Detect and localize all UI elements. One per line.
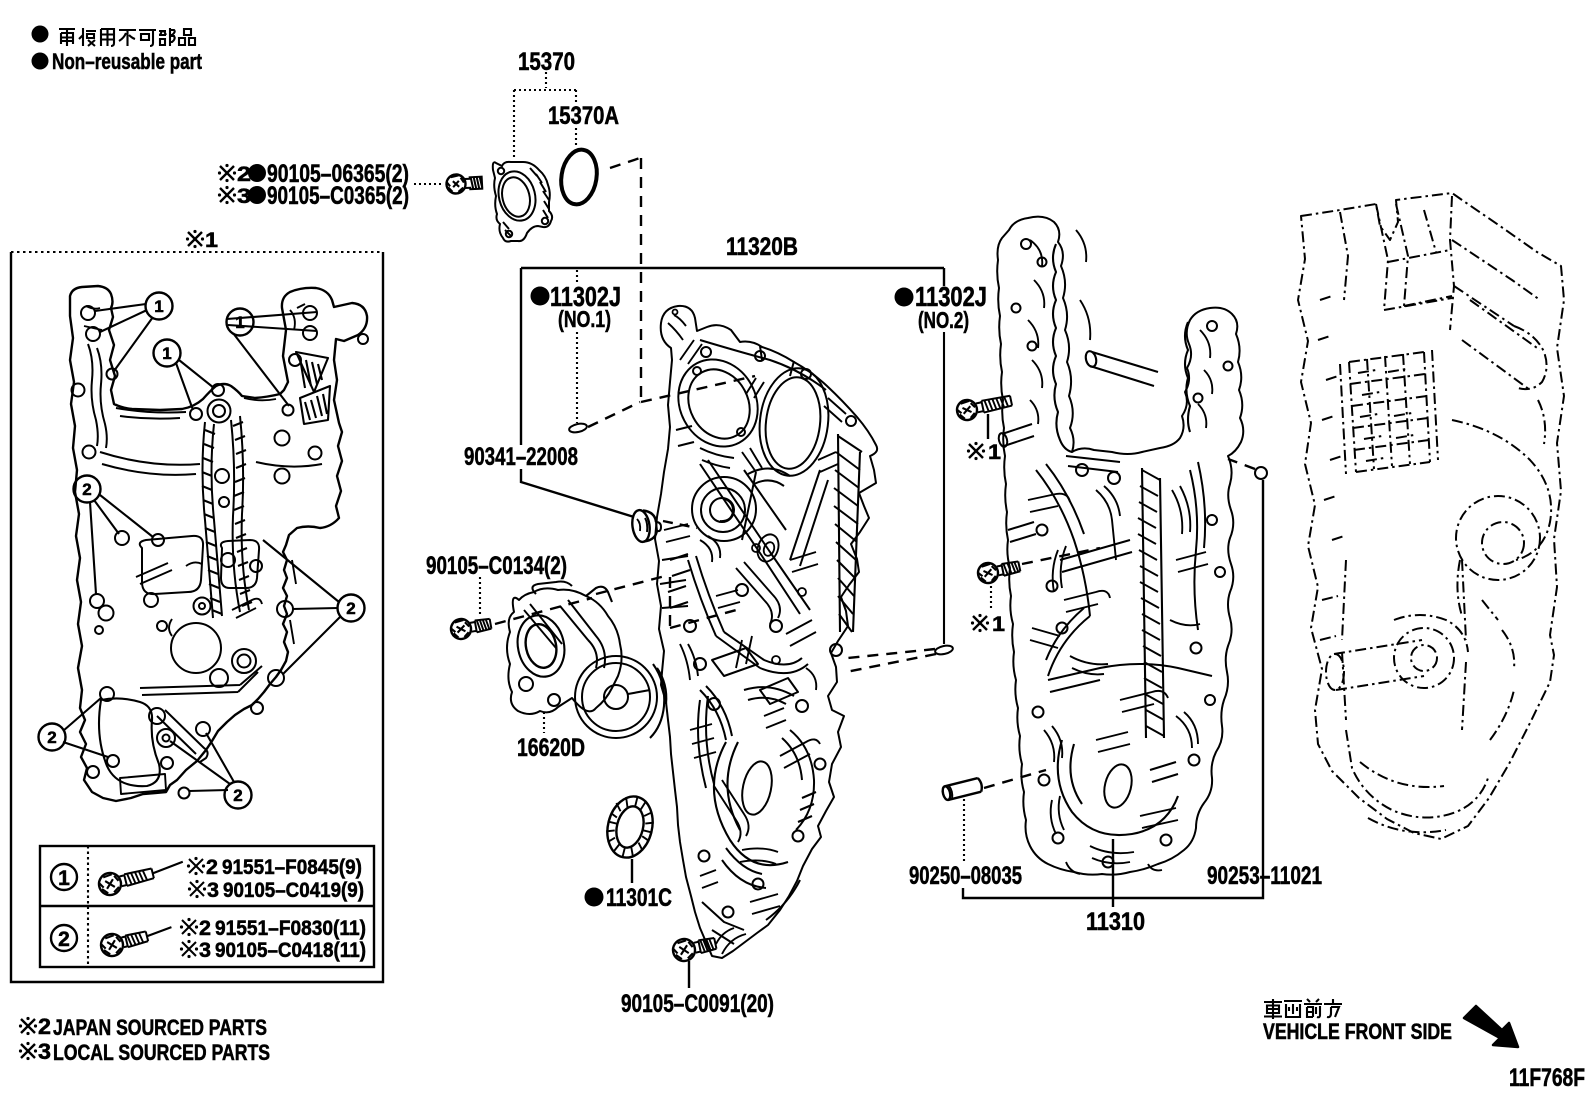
svg-text:2: 2: [206, 856, 218, 879]
svg-text:11302J: 11302J: [915, 281, 987, 312]
svg-text:1: 1: [988, 441, 1001, 464]
svg-text:1: 1: [58, 867, 70, 890]
svg-text:90250–08035: 90250–08035: [909, 862, 1022, 890]
svg-text:11320B: 11320B: [726, 233, 798, 261]
svg-text:90105–C0419(9): 90105–C0419(9): [223, 879, 364, 902]
svg-text:90105–06365(2): 90105–06365(2): [267, 160, 409, 188]
svg-text:2: 2: [82, 480, 91, 499]
svg-text:90105–C0134(2): 90105–C0134(2): [426, 552, 567, 580]
svg-text:2: 2: [58, 928, 70, 951]
svg-text:11F768F: 11F768F: [1509, 1064, 1585, 1092]
svg-text:90341–22008: 90341–22008: [464, 443, 578, 471]
svg-text:3: 3: [199, 939, 211, 962]
svg-text:1: 1: [162, 344, 171, 363]
svg-text:JAPAN SOURCED PARTS: JAPAN SOURCED PARTS: [53, 1015, 267, 1040]
svg-text:2: 2: [38, 1014, 51, 1039]
svg-text:90105–C0365(2): 90105–C0365(2): [267, 182, 409, 210]
svg-text:1: 1: [235, 313, 244, 332]
svg-text:15370: 15370: [518, 48, 575, 76]
svg-text:2: 2: [47, 728, 56, 747]
svg-text:90253–11021: 90253–11021: [1207, 862, 1322, 890]
svg-text:(NO.1): (NO.1): [558, 306, 611, 332]
svg-text:3: 3: [237, 185, 251, 208]
svg-text:91551–F0830(11): 91551–F0830(11): [215, 917, 366, 940]
svg-text:11302J: 11302J: [550, 281, 621, 312]
svg-text:2: 2: [237, 163, 251, 186]
svg-text:16620D: 16620D: [517, 734, 585, 762]
svg-text:2: 2: [199, 917, 211, 940]
svg-text:2: 2: [346, 599, 355, 618]
svg-text:11310: 11310: [1086, 908, 1145, 936]
svg-text:1: 1: [205, 229, 218, 252]
svg-text:2: 2: [233, 786, 242, 805]
svg-text:(NO.2): (NO.2): [918, 307, 969, 333]
svg-text:1: 1: [992, 613, 1005, 636]
svg-text:15370A: 15370A: [548, 102, 619, 130]
svg-text:11301C: 11301C: [606, 884, 672, 912]
svg-text:90105–C0091(20): 90105–C0091(20): [621, 990, 774, 1018]
svg-text:Non–reusable part: Non–reusable part: [52, 49, 203, 74]
svg-text:VEHICLE FRONT SIDE: VEHICLE FRONT SIDE: [1263, 1019, 1452, 1044]
svg-text:LOCAL SOURCED PARTS: LOCAL SOURCED PARTS: [53, 1040, 270, 1065]
svg-text:1: 1: [154, 297, 163, 316]
svg-text:3: 3: [38, 1039, 51, 1064]
svg-text:91551–F0845(9): 91551–F0845(9): [222, 856, 362, 879]
svg-text:3: 3: [207, 879, 219, 902]
svg-text:90105–C0418(11): 90105–C0418(11): [215, 939, 366, 962]
